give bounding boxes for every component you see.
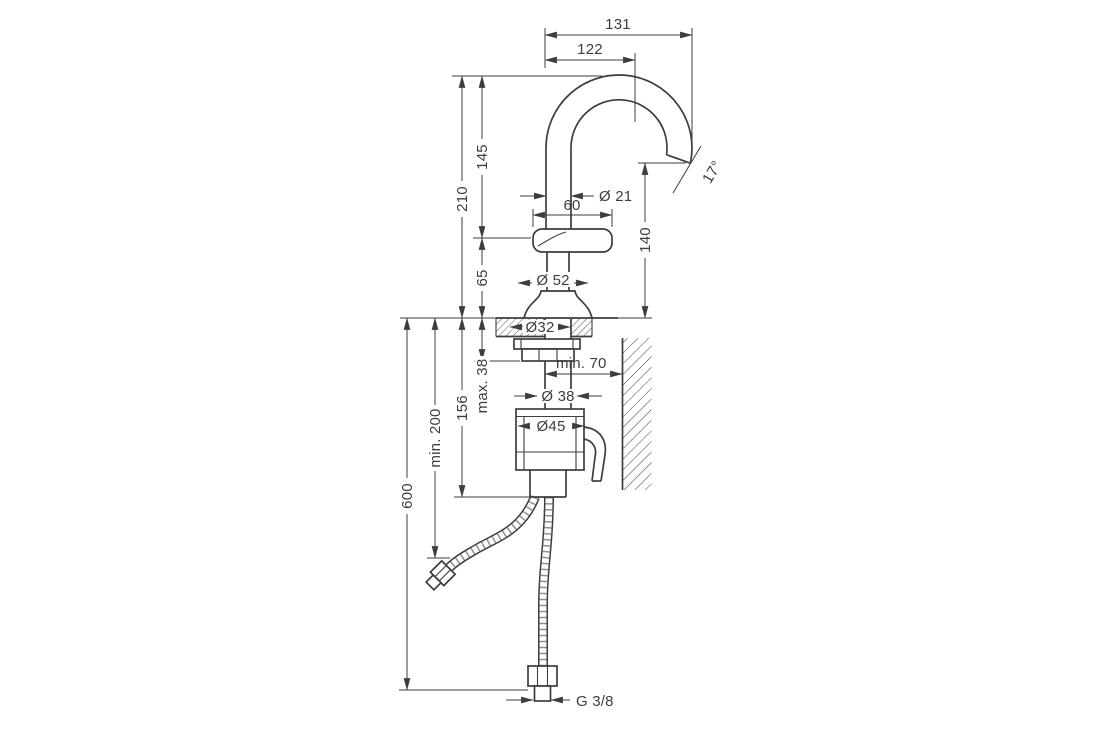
dim-label-145: 145 xyxy=(474,144,491,170)
dim-label-131: 131 xyxy=(605,16,631,33)
dim-label-g38: G 3/8 xyxy=(576,693,614,710)
dim-label-dia21: Ø 21 xyxy=(599,188,632,205)
mounting-hardware xyxy=(513,338,581,362)
dim-label-140: 140 xyxy=(637,227,654,253)
dim-label-17deg: 17° xyxy=(699,158,726,187)
dim-label-dia32: Ø32 xyxy=(526,319,555,336)
dim-label-65: 65 xyxy=(474,269,491,286)
outlet-elbow xyxy=(583,426,607,482)
supply-hose-curved xyxy=(443,494,540,574)
dim-label-210: 210 xyxy=(454,186,471,212)
dimension-labels: 131 122 210 145 65 Ø 21 60 140 17° Ø 52 xyxy=(399,16,726,710)
dim-label-dia45: Ø45 xyxy=(537,418,566,435)
faucet-base-escutcheon xyxy=(523,290,593,319)
dim-label-156: 156 xyxy=(454,395,471,421)
dimension-lines xyxy=(399,28,702,704)
faucet-spout xyxy=(545,74,693,229)
dim-label-min200: min. 200 xyxy=(427,408,444,467)
wall-cross-section xyxy=(621,338,652,490)
hose-fitting-bottom xyxy=(527,665,558,702)
dim-label-dia38: Ø 38 xyxy=(541,388,574,405)
faucet-handle xyxy=(532,228,613,253)
dim-label-min70: min. 70 xyxy=(556,355,607,372)
dim-label-max38: max. 38 xyxy=(474,359,491,414)
dim-label-122: 122 xyxy=(577,41,603,58)
supply-hose-straight xyxy=(538,496,554,666)
dim-label-60: 60 xyxy=(563,197,580,214)
dim-label-600: 600 xyxy=(399,483,416,509)
dim-label-dia52: Ø 52 xyxy=(536,272,569,289)
hose-fitting-side xyxy=(424,559,457,592)
deck-lines xyxy=(400,317,652,338)
